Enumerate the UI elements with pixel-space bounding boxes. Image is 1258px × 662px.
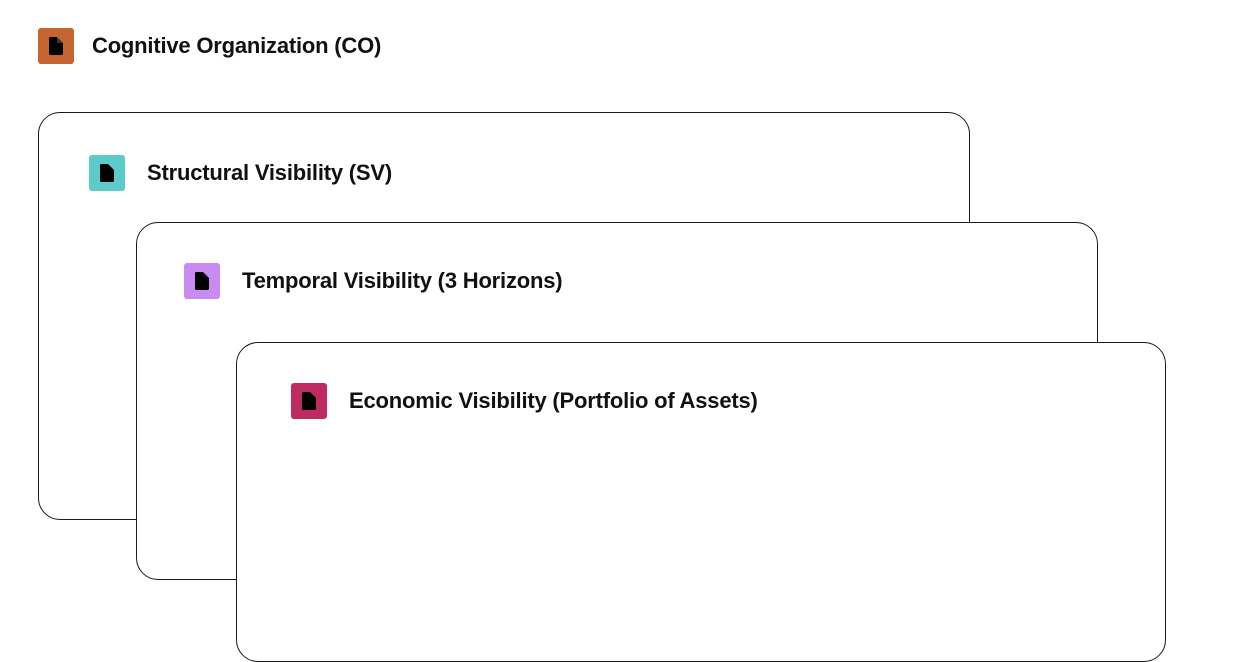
page-title-row: Cognitive Organization (CO): [38, 28, 381, 64]
card-header: Temporal Visibility (3 Horizons): [184, 263, 563, 299]
page-title: Cognitive Organization (CO): [92, 33, 382, 58]
card-title: Economic Visibility (Portfolio of Assets…: [349, 388, 758, 413]
card-title: Temporal Visibility (3 Horizons): [242, 268, 563, 293]
card-header: Economic Visibility (Portfolio of Assets…: [291, 383, 758, 419]
economic-visibility-card: Economic Visibility (Portfolio of Assets…: [236, 342, 1166, 662]
document-icon: [89, 155, 125, 191]
card-title: Structural Visibility (SV): [147, 160, 393, 185]
card-header: Structural Visibility (SV): [89, 155, 392, 191]
document-icon: [184, 263, 220, 299]
document-icon: [38, 28, 74, 64]
document-icon: [291, 383, 327, 419]
